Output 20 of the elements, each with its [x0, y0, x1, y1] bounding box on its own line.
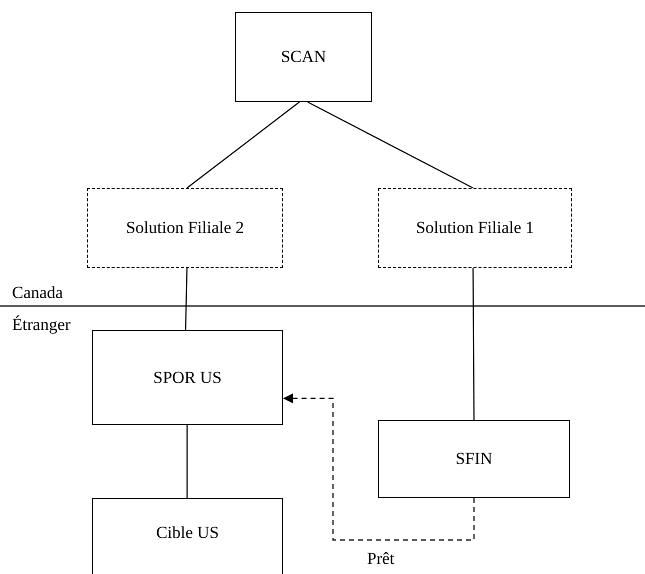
connector-line — [185, 268, 188, 330]
entity-box — [92, 330, 283, 425]
entity-box — [92, 498, 283, 574]
connector-line — [307, 101, 474, 189]
dashed-box — [87, 188, 283, 268]
node-label: SCAN — [280, 47, 326, 67]
connector-line — [186, 425, 188, 498]
connector-line — [472, 268, 475, 420]
node-label: Solution Filiale 2 — [126, 218, 244, 238]
entity-box — [378, 420, 570, 498]
region-label: Étranger — [12, 315, 71, 335]
node-label: SPOR US — [153, 368, 222, 388]
entity-box — [235, 12, 372, 102]
node-label: Solution Filiale 1 — [416, 218, 534, 238]
connector-line — [186, 102, 300, 188]
dashed-box — [378, 188, 572, 268]
region-label: Canada — [12, 283, 63, 303]
node-label: SFIN — [456, 449, 492, 469]
node-label: Cible US — [156, 523, 219, 543]
arrow — [283, 393, 475, 541]
